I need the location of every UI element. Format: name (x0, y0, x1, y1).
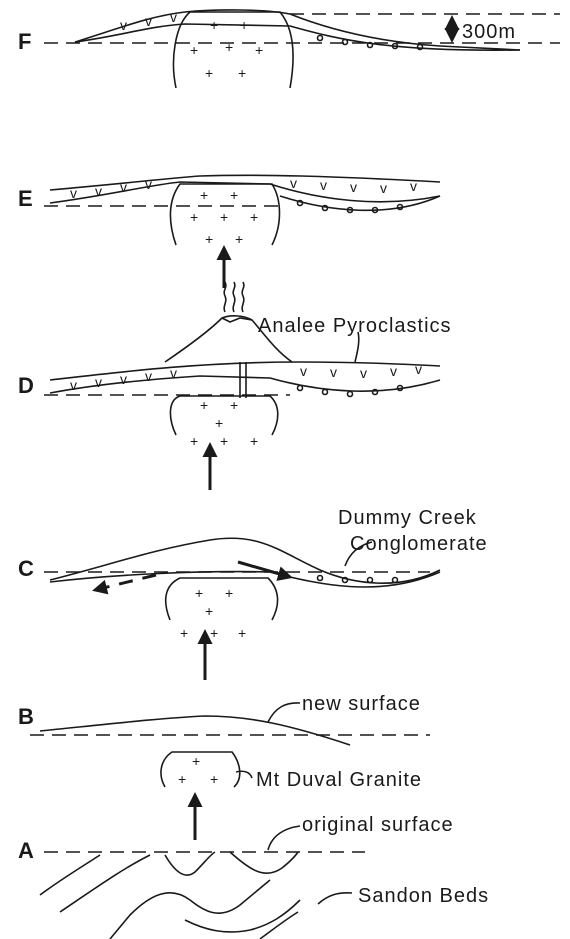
stage-f: F v v v + + + + + + + 300m (18, 9, 560, 88)
stage-letter-c: C (18, 556, 34, 581)
svg-text:+: + (250, 209, 258, 225)
svg-text:+: + (230, 187, 238, 203)
svg-text:+: + (235, 231, 243, 247)
svg-text:+: + (255, 42, 263, 58)
stage-f-granite-crosses: + + + + + + + (190, 17, 263, 81)
stage-d-lower-surface (50, 376, 440, 393)
stage-b-granite-body (161, 752, 240, 787)
svg-text:+: + (215, 415, 223, 431)
granite-leader-line (236, 771, 252, 778)
svg-text:v: v (70, 377, 77, 393)
svg-text:+: + (180, 625, 188, 641)
svg-text:v: v (290, 175, 297, 191)
stage-d-granite-crosses: + + + + + + (190, 397, 258, 449)
sandon-beds-label: Sandon Beds (358, 885, 489, 907)
stage-c-granite-body (166, 578, 278, 620)
stage-d: D v v v v v v v v v v + + + + + + Analee Pyroclastics (18, 282, 452, 490)
stage-letter-d: D (18, 373, 34, 398)
stage-c: C ++++++ Dummy Creek Conglomerate (18, 507, 488, 680)
svg-text:+: + (200, 397, 208, 413)
svg-text:+: + (225, 585, 233, 601)
svg-text:+: + (210, 625, 218, 641)
new-surface-leader-line (268, 703, 300, 722)
stage-c-lower-surface (50, 572, 440, 587)
svg-text:+: + (190, 209, 198, 225)
stage-e-granite-crosses: +++++++ (190, 187, 258, 247)
svg-text:+: + (178, 771, 186, 787)
svg-text:v: v (95, 374, 102, 390)
svg-text:v: v (390, 363, 397, 379)
svg-text:v: v (145, 176, 152, 192)
svg-text:v: v (170, 9, 177, 25)
svg-text:+: + (205, 231, 213, 247)
original-surface-leader-line (268, 826, 300, 850)
svg-text:v: v (145, 368, 152, 384)
svg-text:+: + (220, 433, 228, 449)
svg-text:+: + (205, 603, 213, 619)
svg-text:+: + (210, 771, 218, 787)
svg-text:+: + (220, 209, 228, 225)
svg-text:v: v (320, 177, 327, 193)
svg-text:v: v (350, 179, 357, 195)
volcano-crater (222, 318, 252, 322)
stage-letter-a: A (18, 838, 34, 863)
svg-text:v: v (95, 183, 102, 199)
stage-d-granite-body (170, 396, 277, 435)
svg-text:v: v (380, 180, 387, 196)
svg-text:v: v (170, 365, 177, 381)
stage-b-granite-crosses: + + + (178, 753, 218, 787)
svg-text:v: v (300, 363, 307, 379)
svg-text:+: + (192, 753, 200, 769)
sandon-beds-folds (40, 852, 300, 939)
dummy-creek-label-line2: Conglomerate (350, 533, 488, 555)
svg-text:v: v (360, 365, 367, 381)
stage-e-lower-surface (280, 196, 440, 210)
svg-text:+: + (225, 39, 233, 55)
analee-pyroclastics-label: Analee Pyroclastics (258, 315, 452, 337)
svg-text:v: v (410, 178, 417, 194)
mt-duval-granite-label: Mt Duval Granite (256, 769, 422, 791)
svg-text:v: v (415, 361, 422, 377)
svg-text:+: + (238, 625, 246, 641)
svg-text:+: + (250, 433, 258, 449)
svg-text:+: + (238, 65, 246, 81)
new-surface-line (40, 716, 350, 745)
stage-letter-b: B (18, 704, 34, 729)
stage-letter-e: E (18, 186, 33, 211)
svg-text:+: + (195, 585, 203, 601)
original-surface-label: original surface (302, 814, 454, 836)
stage-letter-f: F (18, 29, 31, 54)
svg-text:v: v (330, 364, 337, 380)
svg-text:+: + (205, 65, 213, 81)
svg-text:v: v (120, 17, 127, 33)
svg-text:+: + (240, 17, 248, 33)
svg-text:+: + (190, 42, 198, 58)
svg-text:v: v (120, 371, 127, 387)
volcano-steam-icon (224, 282, 244, 312)
scale-label: 300m (462, 21, 516, 43)
erosion-arrow-right (238, 562, 290, 577)
sandon-leader-line (318, 893, 352, 904)
svg-text:+: + (190, 433, 198, 449)
svg-text:+: + (200, 187, 208, 203)
svg-text:+: + (230, 397, 238, 413)
svg-text:+: + (210, 17, 218, 33)
stage-a: A original surface Sandon Beds (18, 814, 489, 939)
new-surface-label: new surface (302, 693, 421, 715)
svg-text:v: v (145, 13, 152, 29)
dummy-creek-label-line1: Dummy Creek (338, 507, 477, 529)
svg-text:v: v (120, 179, 127, 195)
svg-text:v: v (70, 185, 77, 201)
stage-c-granite-crosses: ++++++ (180, 585, 246, 641)
